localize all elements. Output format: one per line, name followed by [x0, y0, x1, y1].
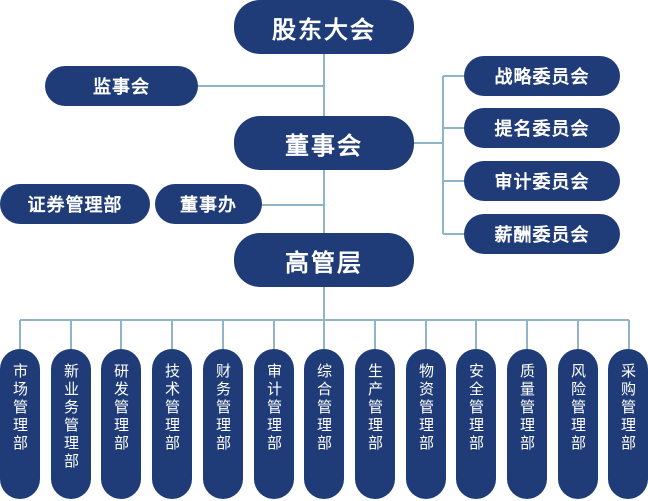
department-label: 审计管理部 — [265, 363, 283, 453]
management-node: 高管层 — [234, 233, 414, 287]
department-label: 生产管理部 — [366, 363, 384, 453]
department-node: 物资管理部 — [406, 349, 446, 499]
department-node: 市场管理部 — [0, 349, 40, 499]
department-label: 物资管理部 — [417, 363, 435, 453]
department-label: 质量管理部 — [518, 363, 536, 453]
department-label: 研发管理部 — [112, 363, 130, 453]
department-node: 生产管理部 — [355, 349, 395, 499]
committee-node: 审计委员会 — [464, 161, 620, 201]
department-node: 风险管理部 — [558, 349, 598, 499]
committee-node: 战略委员会 — [464, 56, 620, 96]
department-node: 研发管理部 — [101, 349, 141, 499]
committee-node: 提名委员会 — [464, 108, 620, 148]
department-node: 安全管理部 — [456, 349, 496, 499]
supervisors-node: 监事会 — [45, 66, 198, 106]
department-label: 财务管理部 — [214, 363, 232, 453]
management-label: 高管层 — [285, 248, 363, 277]
board-office-label: 董事办 — [180, 195, 237, 216]
department-label: 新业务管理部 — [62, 363, 80, 471]
department-label: 安全管理部 — [467, 363, 485, 453]
securities-label: 证券管理部 — [27, 195, 123, 216]
committee-label: 审计委员会 — [494, 172, 590, 193]
committee-label: 薪酬委员会 — [494, 225, 590, 246]
shareholders-node: 股东大会 — [234, 0, 414, 54]
supervisors-label: 监事会 — [93, 77, 150, 98]
shareholders-label: 股东大会 — [272, 15, 376, 44]
department-label: 技术管理部 — [163, 363, 181, 453]
board-node: 董事会 — [234, 116, 414, 170]
board-office-node: 董事办 — [155, 184, 262, 224]
committee-label: 提名委员会 — [494, 119, 590, 140]
board-label: 董事会 — [285, 131, 363, 160]
department-node: 技术管理部 — [152, 349, 192, 499]
department-node: 质量管理部 — [507, 349, 547, 499]
department-node: 财务管理部 — [203, 349, 243, 499]
department-node: 采购管理部 — [608, 349, 648, 499]
department-label: 风险管理部 — [569, 363, 587, 453]
department-label: 采购管理部 — [619, 363, 637, 453]
department-node: 新业务管理部 — [51, 349, 91, 499]
committee-node: 薪酬委员会 — [464, 214, 620, 254]
committee-label: 战略委员会 — [494, 67, 590, 88]
securities-node: 证券管理部 — [0, 184, 150, 224]
department-label: 综合管理部 — [315, 363, 333, 453]
department-label: 市场管理部 — [11, 363, 29, 453]
department-node: 综合管理部 — [304, 349, 344, 499]
department-node: 审计管理部 — [254, 349, 294, 499]
